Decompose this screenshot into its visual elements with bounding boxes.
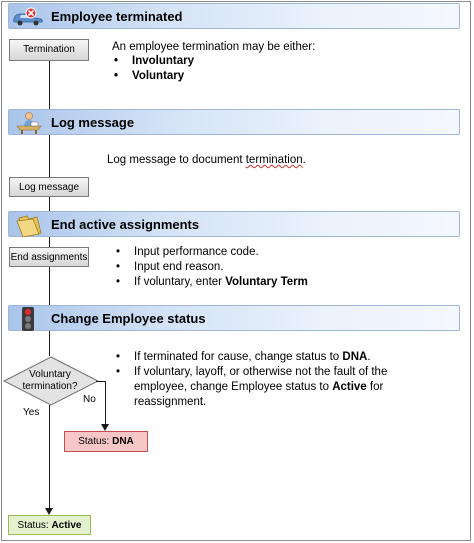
status-rule-suffix: for reassignment.	[134, 381, 384, 408]
status-active-value: Active	[51, 520, 82, 531]
decision-diamond	[2, 356, 100, 406]
status-dna-value: DNA	[112, 436, 134, 447]
connector	[49, 197, 50, 211]
decision-label: Voluntary termination?	[20, 369, 80, 393]
termination-intro: An employee termination may be either:	[112, 41, 316, 53]
status-rule-suffix: .	[367, 351, 371, 363]
status-rule-text: If terminated for cause, change status t…	[134, 351, 343, 363]
arrow-head	[101, 424, 109, 431]
section-banner-log-message: Log message	[8, 109, 460, 135]
traffic-light-icon	[16, 306, 40, 337]
connector	[49, 405, 50, 509]
status-rule-item: If terminated for cause, change status t…	[114, 350, 414, 365]
folder-icon	[15, 213, 43, 242]
termination-type-item: Voluntary	[112, 69, 194, 84]
end-assignments-item: Input end reason.	[114, 260, 308, 275]
status-rule-bold: DNA	[342, 351, 368, 363]
end-item-bold: Voluntary Term	[225, 276, 308, 288]
end-item-text: If voluntary, enter	[134, 276, 226, 288]
log-description: Log message to document termination.	[107, 153, 306, 168]
arrow-head	[45, 508, 53, 515]
connector	[49, 267, 50, 305]
section-title: Change Employee status	[51, 311, 206, 326]
car-crash-icon	[11, 6, 45, 33]
status-rules-list: If terminated for cause, change status t…	[114, 350, 414, 410]
no-label: No	[83, 394, 96, 405]
person-at-desk-icon	[15, 111, 43, 140]
connector	[105, 381, 106, 425]
log-desc-suffix: .	[302, 154, 306, 166]
yes-label: Yes	[23, 407, 40, 418]
connector	[49, 331, 50, 356]
status-rule-item: If voluntary, layoff, or otherwise not t…	[114, 365, 414, 410]
decision-line2: termination?	[22, 381, 78, 392]
decision-line1: Voluntary	[29, 369, 71, 380]
status-rule-text: If voluntary, layoff, or otherwise not t…	[134, 366, 388, 393]
termination-type-item: Involuntary	[112, 54, 194, 69]
section-banner-change-status: Change Employee status	[8, 305, 460, 331]
end-assignments-list: Input performance code. Input end reason…	[114, 245, 308, 290]
section-title: Employee terminated	[51, 9, 183, 24]
termination-step: Termination	[9, 39, 89, 61]
status-active-box: Status: Active	[8, 515, 91, 535]
log-desc-text: Log message to document	[107, 154, 246, 166]
section-title: Log message	[51, 115, 135, 130]
end-assignments-item: If voluntary, enter Voluntary Term	[114, 275, 308, 290]
connector	[49, 61, 50, 110]
connector	[49, 135, 50, 177]
connector	[96, 381, 106, 382]
section-banner-end-assignments: End active assignments	[8, 211, 460, 238]
termination-type-list: Involuntary Voluntary	[112, 54, 194, 84]
end-assignments-step: End assignments	[9, 247, 89, 267]
status-dna-prefix: Status:	[78, 436, 113, 447]
end-assignments-item: Input performance code.	[114, 245, 308, 260]
connector	[49, 237, 50, 247]
status-active-prefix: Status:	[17, 520, 52, 531]
log-message-step: Log message	[9, 177, 89, 197]
section-title: End active assignments	[51, 217, 200, 232]
log-desc-underlined: termination	[245, 154, 303, 166]
status-dna-box: Status: DNA	[64, 431, 148, 452]
section-banner-employee-terminated: Employee terminated	[8, 3, 460, 29]
status-rule-bold: Active	[332, 381, 367, 393]
